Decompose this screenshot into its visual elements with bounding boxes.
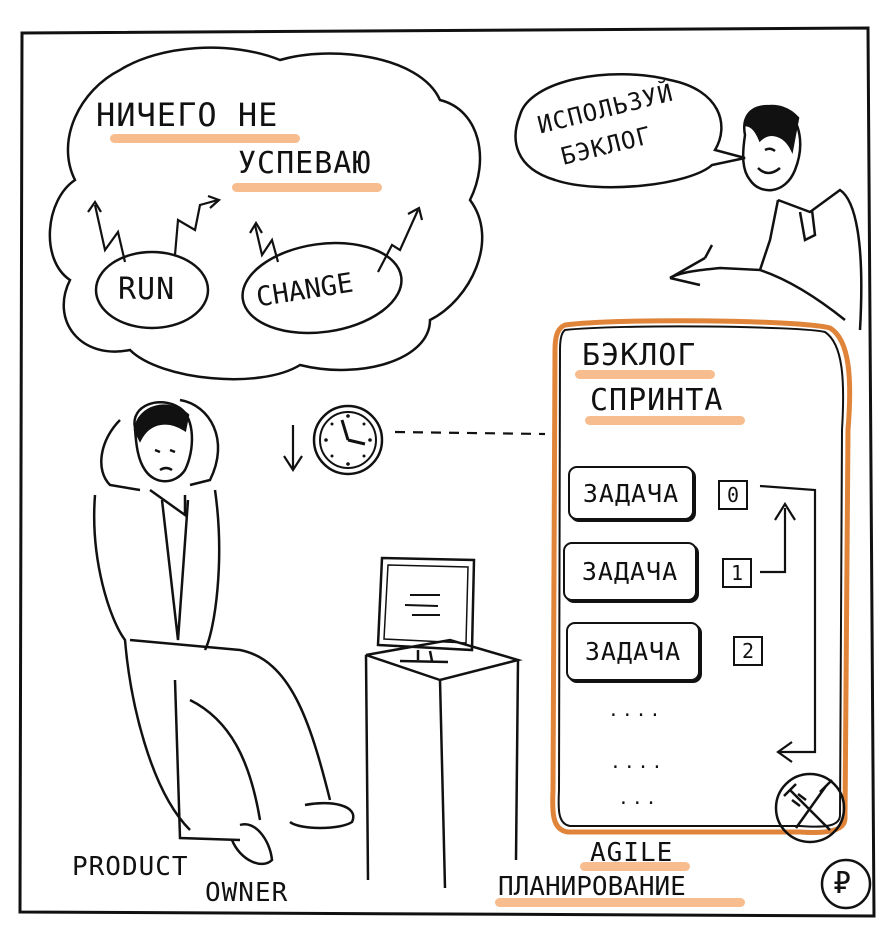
desk <box>364 638 523 889</box>
ellipsis-row: ... <box>618 788 660 809</box>
task-card: ЗАДАЧА <box>563 542 697 601</box>
board-title-line-2: СПРИНТА <box>590 383 724 418</box>
task-priority-badge: 0 <box>718 480 748 510</box>
clock-icon <box>312 404 384 476</box>
priority-arrow-icon <box>759 484 817 754</box>
ruble-logo-symbol: ₽ <box>833 866 853 901</box>
zigzag-arrow-icon <box>377 209 420 273</box>
frame <box>18 26 876 918</box>
zigzag-arrow-icon <box>93 204 127 263</box>
task-priority-badge: 2 <box>733 636 763 666</box>
thought-line-2: УСПЕВАЮ <box>238 146 372 181</box>
caption-agile: AGILE <box>590 838 674 868</box>
monitor-icon <box>376 556 476 664</box>
thought-line-1: НИЧЕГО НЕ <box>96 96 279 134</box>
task-card: ЗАДАЧА <box>566 622 700 681</box>
speech-bubble <box>514 73 746 189</box>
task-priority-badge: 1 <box>722 558 752 588</box>
advisor-figure <box>669 104 863 331</box>
caption-owner: OWNER <box>205 878 289 908</box>
ruble-logo-icon <box>820 858 872 910</box>
product-owner-figure <box>93 398 355 866</box>
dashed-connector <box>394 430 546 436</box>
board-title-line-1: БЭКЛОГ <box>582 338 697 373</box>
priority-arrow-icon <box>760 508 787 574</box>
highlight-stroke <box>110 134 300 143</box>
zigzag-arrow-icon <box>253 224 280 263</box>
caption-product: PRODUCT <box>72 852 189 882</box>
highlight-stroke <box>495 898 745 907</box>
backlog-board <box>550 318 853 835</box>
change-ellipse <box>241 241 403 335</box>
task-card: ЗАДАЧА <box>568 466 694 520</box>
ellipsis-row: .... <box>610 752 666 773</box>
thought-cloud <box>48 46 484 381</box>
ellipsis-row: .... <box>608 700 664 721</box>
highlight-stroke <box>585 416 745 425</box>
highlight-stroke <box>580 862 690 871</box>
highlight-stroke <box>232 183 382 192</box>
caption-planning: ПЛАНИРОВАНИЕ <box>498 872 686 902</box>
run-label: RUN <box>118 272 176 307</box>
highlight-stroke <box>575 370 715 379</box>
tools-icon <box>774 772 846 844</box>
zigzag-arrow-icon <box>173 198 219 256</box>
down-arrow-icon <box>283 425 303 473</box>
run-ellipse <box>94 250 210 330</box>
